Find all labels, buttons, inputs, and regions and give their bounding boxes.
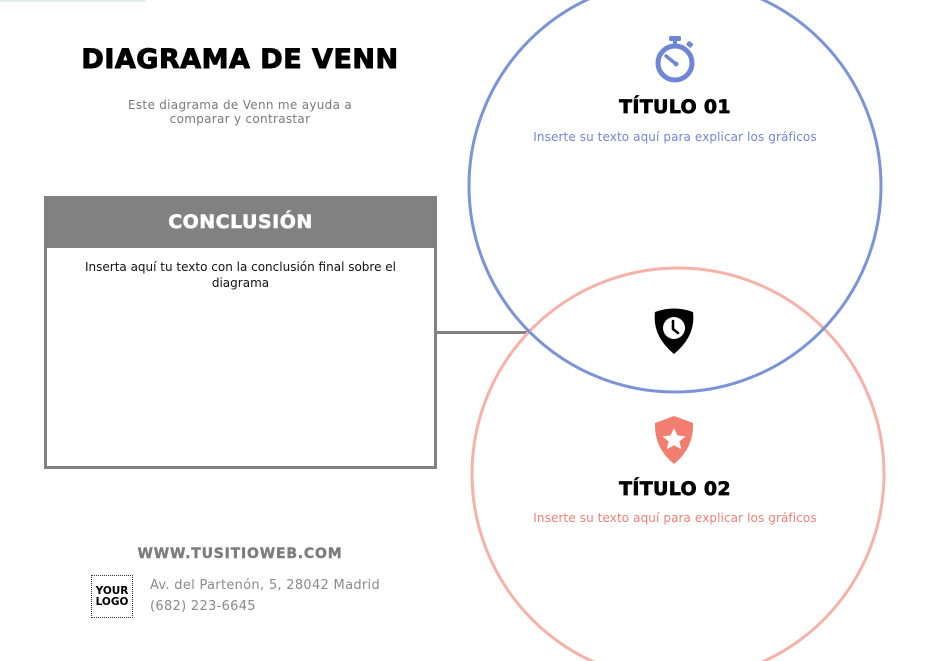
stopwatch-icon (655, 36, 695, 83)
shield-star-icon (654, 416, 694, 464)
conclusion-box: CONCLUSIÓN Inserta aquí tu texto con la … (44, 196, 437, 469)
address-text: Av. del Partenón, 5, 28042 Madrid (150, 578, 380, 593)
phone-text: (682) 223-6645 (150, 599, 256, 614)
venn-circle-01 (467, 0, 883, 394)
circle-02-title: TÍTULO 02 (619, 478, 731, 501)
page-title: DIAGRAMA DE VENN (81, 44, 399, 76)
circle-01-title: TÍTULO 01 (619, 96, 731, 119)
top-accent-line (0, 0, 146, 2)
circle-01-description: Inserte su texto aquí para explicar los … (533, 130, 817, 144)
subtitle-line-2: comparar y contrastar (169, 112, 311, 126)
subtitle-line-1: Este diagrama de Venn me ayuda a (128, 98, 352, 112)
logo-placeholder: YOUR LOGO (91, 575, 133, 618)
page-subtitle: Este diagrama de Venn me ayuda a compara… (100, 98, 380, 126)
venn-circle-02 (470, 266, 886, 661)
circle-02-description: Inserte su texto aquí para explicar los … (533, 511, 817, 525)
conclusion-text[interactable]: Inserta aquí tu texto con la conclusión … (84, 260, 397, 290)
logo-line-1: YOUR (95, 584, 129, 597)
shield-clock-icon (654, 308, 694, 354)
logo-line-2: LOGO (95, 595, 129, 608)
website-link[interactable]: WWW.TUSITIOWEB.COM (137, 546, 343, 562)
connector-line (436, 331, 530, 334)
conclusion-header: CONCLUSIÓN (44, 196, 437, 248)
